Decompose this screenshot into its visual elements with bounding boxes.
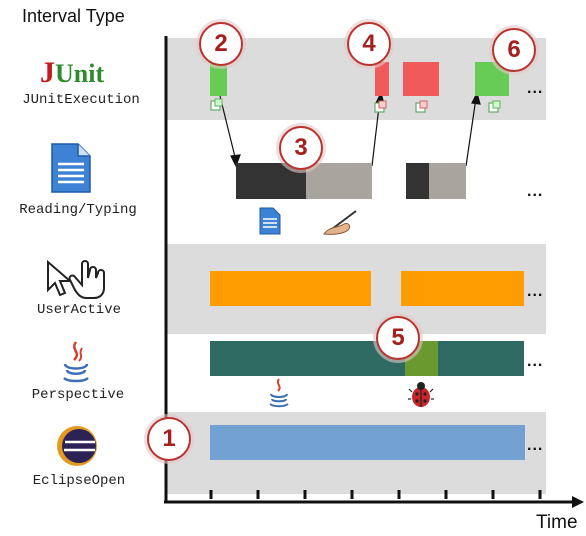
callout-3: 3 — [279, 126, 323, 170]
user-active-interval — [401, 271, 524, 306]
test-result-icon — [210, 98, 223, 111]
junit-pass-interval — [210, 62, 227, 96]
perspective-java-interval — [438, 341, 524, 376]
java-icon — [269, 378, 289, 408]
document-icon — [51, 143, 91, 193]
x-axis-arrow — [572, 496, 584, 508]
lane-label-useractive: UserActive — [36, 302, 121, 318]
time-ticks — [209, 490, 542, 499]
callout-6: 6 — [492, 28, 536, 72]
lane-label-junitexecution: JUnitExecution — [22, 92, 140, 108]
ellipsis: ... — [527, 283, 544, 300]
callout-4: 4 — [347, 22, 391, 66]
callout-2: 2 — [199, 22, 243, 66]
ellipsis: ... — [527, 353, 544, 370]
link-arrows — [219, 91, 481, 168]
user-active-interval — [210, 271, 371, 306]
ellipsis: ... — [527, 437, 544, 454]
eclipse-open-interval — [210, 425, 525, 460]
java-icon — [63, 341, 89, 383]
eclipse-icon — [57, 426, 97, 466]
callout-1: 1 — [147, 417, 191, 461]
junit-fail-interval — [375, 62, 389, 96]
cursor-hand-icon — [47, 259, 105, 299]
test-result-icon — [374, 100, 387, 113]
junit-fail-interval — [403, 62, 439, 96]
junit-logo: JUnit — [40, 56, 105, 89]
lane-label-readingtyping: Reading/Typing — [19, 202, 137, 218]
test-result-icon — [415, 100, 428, 113]
reading-interval — [406, 163, 429, 199]
ellipsis: ... — [527, 183, 544, 200]
bug-icon — [408, 382, 434, 407]
perspective-java-interval — [210, 341, 405, 376]
writing-hand-icon — [323, 210, 357, 235]
time-axis-label: Time — [536, 512, 578, 533]
diagram-title: Interval Type — [22, 6, 125, 26]
lane-label-perspective: Perspective — [31, 387, 125, 403]
test-result-icon — [488, 100, 501, 113]
callout-5: 5 — [376, 316, 420, 360]
document-icon — [259, 207, 281, 235]
typing-interval — [306, 163, 372, 199]
typing-interval — [429, 163, 466, 199]
lane-label-eclipseopen: EclipseOpen — [32, 473, 126, 489]
ellipsis: ... — [527, 80, 544, 97]
